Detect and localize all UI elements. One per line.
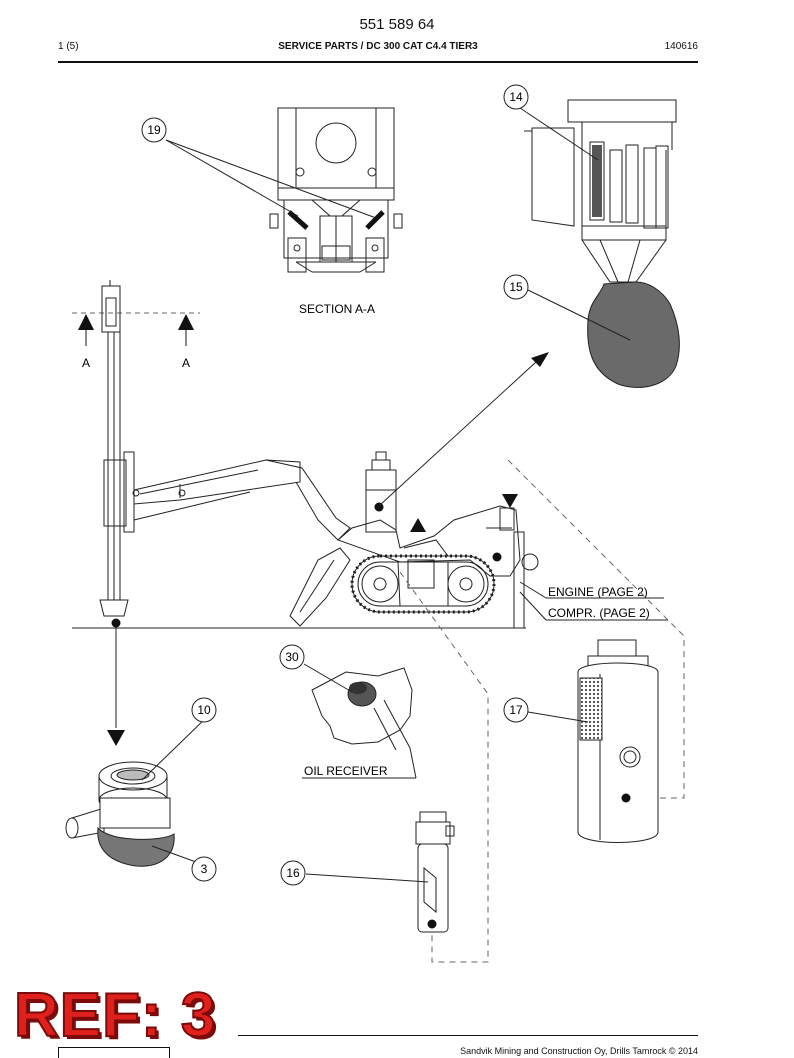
- callout-30: 30: [285, 650, 299, 664]
- dashed-link-16: [399, 571, 489, 963]
- arrow-to-dust-bag: [531, 352, 549, 367]
- callout-10: 10: [197, 703, 211, 717]
- section-arrow-left: [78, 314, 94, 330]
- section-label: SECTION A-A: [299, 302, 375, 316]
- footer-copyright: Sandvik Mining and Construction Oy, Dril…: [460, 1046, 698, 1056]
- arrow-up-receiver: [410, 518, 426, 532]
- document-number: 551 589 64: [359, 16, 435, 33]
- callout-10-circle: [191, 697, 217, 723]
- ref-dot-drill: [111, 618, 121, 628]
- dust-collector: [524, 99, 677, 283]
- header-divider: [58, 61, 698, 63]
- section-arrow-right: [178, 314, 194, 330]
- page-indicator: 1 (5): [58, 41, 79, 52]
- document-title: SERVICE PARTS / DC 300 CAT C4.4 TIER3: [278, 41, 478, 52]
- track-chain: [350, 554, 496, 614]
- callout-30-circle: [279, 644, 305, 670]
- callout-14-circle: [503, 84, 529, 110]
- footer-divider: [238, 1035, 698, 1036]
- callouts: 14 19 15 30 10 17 3 16: [141, 84, 529, 886]
- drill-rig: [72, 280, 539, 629]
- callout-19: 19: [147, 123, 161, 137]
- callout-15-circle: [503, 274, 529, 300]
- filter-cover: [116, 769, 150, 781]
- oil-receiver-detail: [311, 667, 413, 751]
- callout-3-circle: [191, 856, 217, 882]
- oil-receiver-label: OIL RECEIVER: [304, 764, 388, 778]
- callout-16-circle: [280, 860, 306, 886]
- arrow-down-engine: [502, 494, 518, 508]
- ref-dot-filter-16: [427, 919, 437, 929]
- callout-14: 14: [509, 90, 523, 104]
- section-marker-right: A: [182, 356, 190, 370]
- engine-label: ENGINE (PAGE 2): [548, 585, 648, 599]
- ref-watermark: REF: 3: [13, 981, 217, 1050]
- ref-dot-dust-collector: [374, 502, 384, 512]
- dust-bag: [587, 281, 680, 388]
- ref-dot-engine: [492, 552, 502, 562]
- arrow-to-part-10: [107, 730, 125, 746]
- leader-lines: [141, 107, 631, 883]
- filter-cylinder-16: [415, 811, 455, 933]
- header-row: 1 (5) SERVICE PARTS / DC 300 CAT C4.4 TI…: [58, 41, 698, 57]
- date-code: 140616: [664, 41, 698, 52]
- separator-tank: [577, 639, 659, 843]
- dashed-link-17: [507, 459, 685, 799]
- callout-3: 3: [201, 862, 208, 876]
- wear-pad-left: [287, 210, 309, 230]
- callout-16: 16: [286, 866, 300, 880]
- compressor-label: COMPR. (PAGE 2): [548, 606, 650, 620]
- callout-15: 15: [509, 280, 523, 294]
- callout-17: 17: [509, 703, 523, 717]
- section-view: [269, 107, 403, 273]
- callout-17-circle: [503, 697, 529, 723]
- filter-cartridge: [592, 145, 602, 217]
- filter-element-3: [97, 826, 175, 867]
- callout-19-circle: [141, 117, 167, 143]
- ref-dot-tank: [621, 793, 631, 803]
- separator-element-17: [579, 677, 603, 741]
- wear-pad-right: [365, 210, 385, 230]
- section-marker-left: A: [82, 356, 90, 370]
